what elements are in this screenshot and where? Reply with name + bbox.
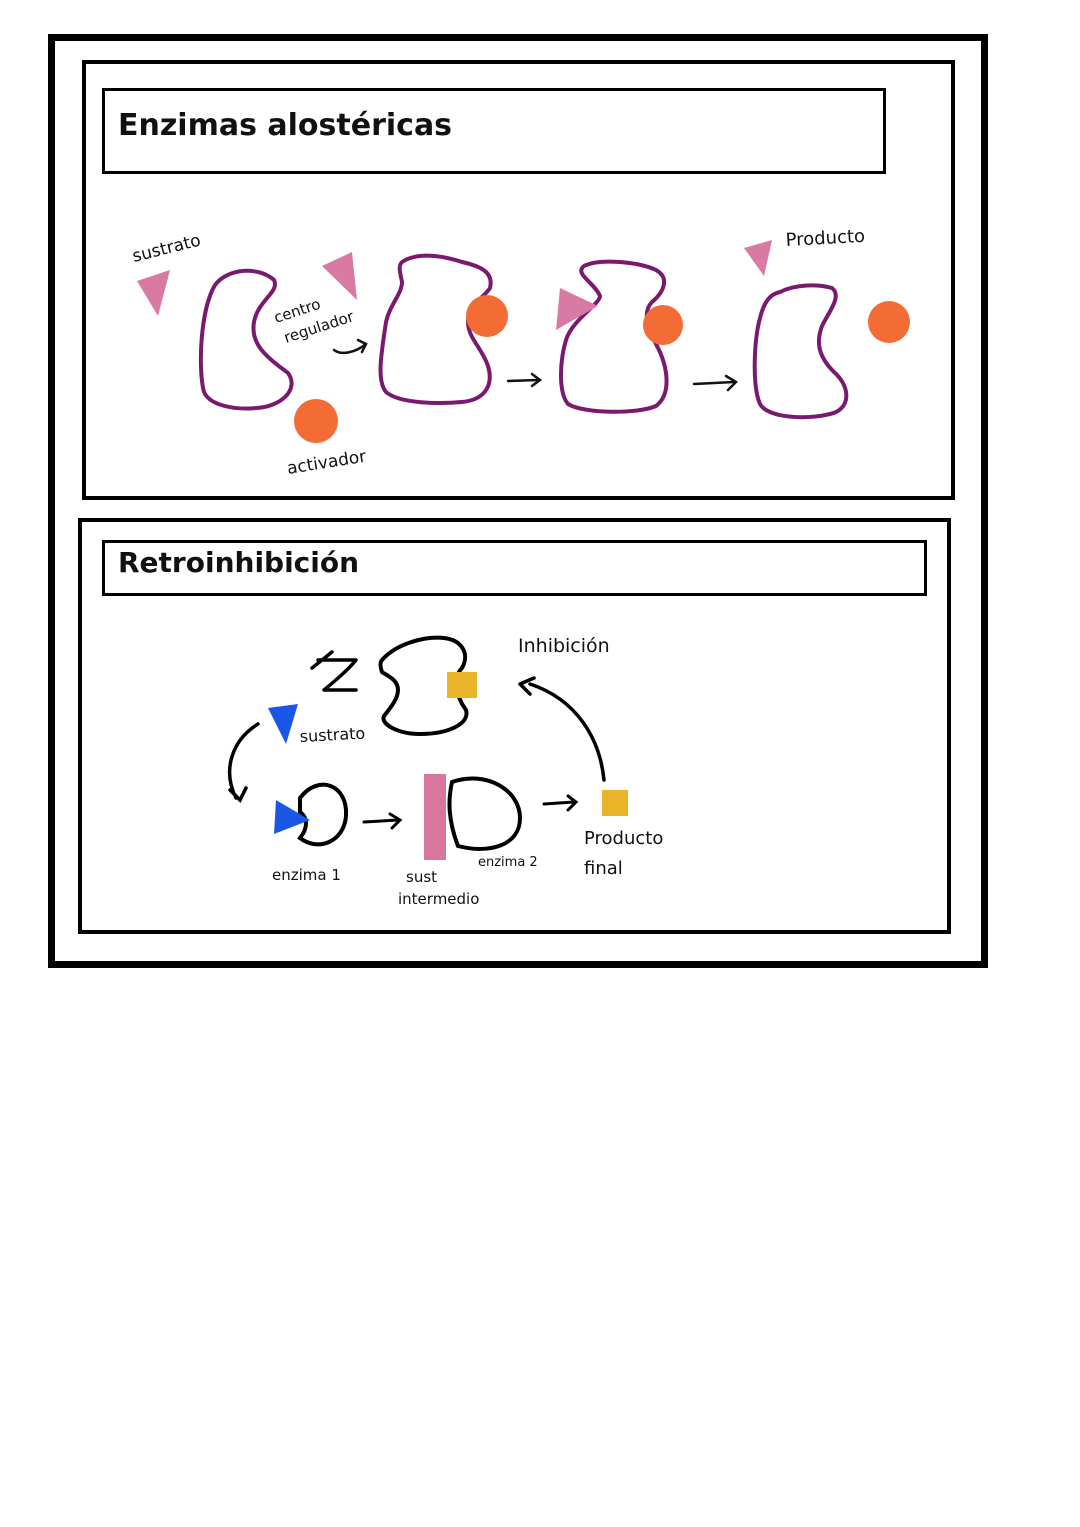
intermediate-substance-bar xyxy=(424,774,446,860)
enzyme-shape-2 xyxy=(378,253,493,405)
substrate-triangle-3 xyxy=(556,288,598,330)
substrate-triangle-1 xyxy=(137,270,170,316)
section-title-enzimas-alostericas: Enzimas alostéricas xyxy=(118,108,453,143)
inhibitor-square-bound xyxy=(447,672,477,698)
arrow-enzyme1-to-intermediate xyxy=(362,812,403,830)
label-producto: Producto xyxy=(785,226,865,251)
curved-arrow-substrate xyxy=(227,722,260,803)
label-enzima1: enzima 1 xyxy=(272,866,341,884)
section-title-retroinhibicion: Retroinhibición xyxy=(118,546,360,579)
substrate-triangle-2 xyxy=(322,252,357,300)
activator-circle-4 xyxy=(868,301,910,343)
activator-circle-2 xyxy=(466,295,508,337)
label-producto-final-2: final xyxy=(584,858,623,879)
feedback-inhibition-diagram: Inhibición sustrato enzima 1 sust interm… xyxy=(227,635,663,908)
activator-circle-1 xyxy=(294,399,338,443)
panel-retroinhibicion xyxy=(78,518,951,934)
enzyme2-shape xyxy=(447,776,523,851)
title-box-retroinhibicion xyxy=(102,540,927,596)
substrate-blue-triangle xyxy=(268,704,298,744)
label-sust: sust xyxy=(406,868,437,886)
feedback-arrow xyxy=(518,676,606,782)
arrow-2 xyxy=(506,372,543,388)
activator-circle-3 xyxy=(643,305,683,345)
label-producto-final-1: Producto xyxy=(584,828,663,849)
enzyme1-shape xyxy=(297,782,349,847)
label-activador: activador xyxy=(286,447,368,479)
product-triangle xyxy=(744,240,772,276)
enzyme-shape-4 xyxy=(752,283,849,420)
allosteric-diagram: sustrato centro regulador activador Prod… xyxy=(130,226,910,479)
inhibited-enzyme-shape xyxy=(378,635,469,736)
arrow-1 xyxy=(332,338,368,355)
blocked-arrow xyxy=(310,650,358,692)
enzyme-shape-1 xyxy=(198,268,294,411)
panel-enzimas-alostericas xyxy=(82,60,955,500)
arrow-3 xyxy=(692,374,739,392)
arrow-to-product xyxy=(542,794,579,812)
label-intermedio: intermedio xyxy=(398,890,479,908)
label-inhibicion: Inhibición xyxy=(518,635,610,657)
outer-frame xyxy=(48,34,988,968)
label-sustrato-2: sustrato xyxy=(299,724,365,746)
label-sustrato-1: sustrato xyxy=(130,231,202,267)
title-box-enzimas-alostericas xyxy=(102,88,886,174)
final-product-square xyxy=(602,790,628,816)
label-enzima2: enzima 2 xyxy=(478,855,538,870)
substrate-blue-bound xyxy=(274,800,310,834)
